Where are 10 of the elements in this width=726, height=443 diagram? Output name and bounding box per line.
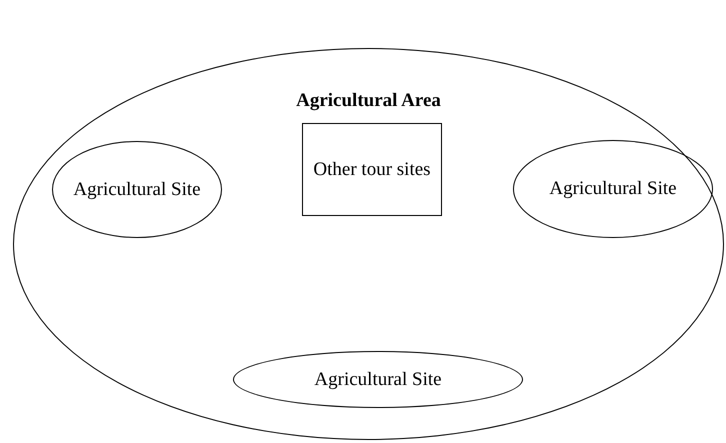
site-ellipse	[52, 141, 222, 238]
site-box	[302, 123, 442, 216]
site-ellipse	[513, 140, 713, 238]
site-label: Other tour sites	[313, 158, 431, 182]
site-label: Agricultural Site	[549, 177, 677, 201]
site-label: Agricultural Site	[73, 178, 201, 202]
site-ellipse	[233, 351, 523, 408]
site-label: Agricultural Site	[314, 368, 442, 392]
area-title: Agricultural Area	[296, 89, 441, 113]
area-ellipse	[13, 48, 724, 440]
